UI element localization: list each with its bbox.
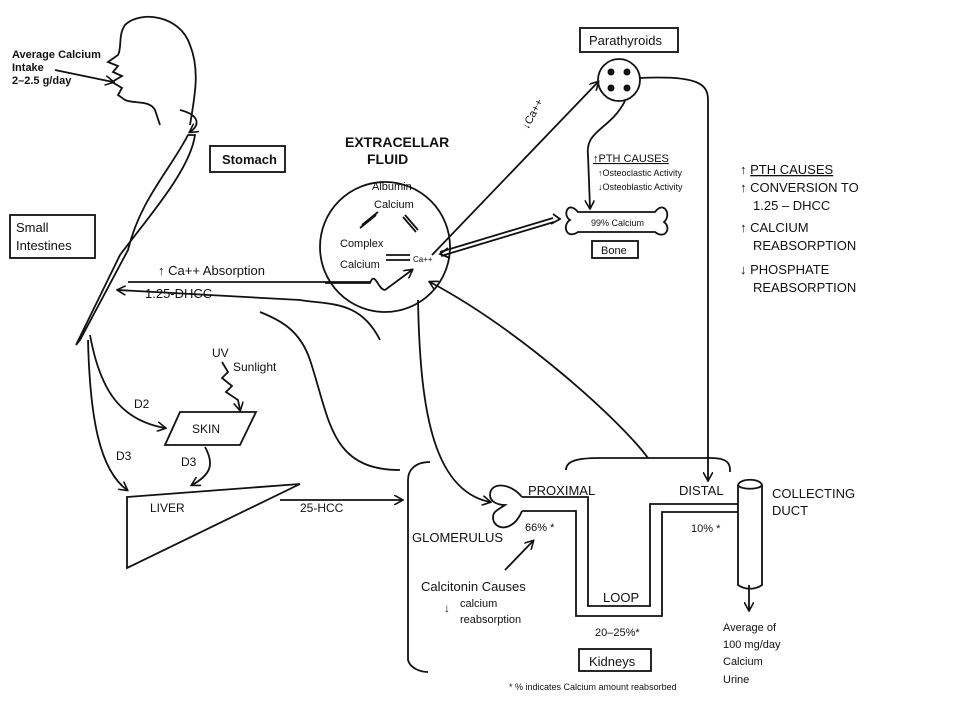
- complex-calcium-label: Calcium: [340, 259, 380, 271]
- intestine-to-skin-arrow: [89, 334, 165, 428]
- pth-right-l1: ↑ CONVERSION TO: [740, 180, 859, 195]
- ecf-to-parathyroid-arrow: [431, 82, 598, 256]
- collecting-label-1: COLLECTING: [772, 486, 855, 501]
- small-intestines-box: [9, 214, 96, 259]
- loop-percent: 20–25%*: [595, 627, 640, 639]
- stomach-box: [209, 145, 286, 173]
- kidneys-box: [578, 648, 652, 672]
- bone-box: [591, 240, 639, 259]
- parathyroid-to-bone-arrow: [588, 100, 626, 208]
- collecting-duct: [737, 478, 763, 590]
- tubule-inner: [522, 510, 738, 617]
- distal-percent: 10% *: [691, 523, 721, 535]
- urine-line1: Average of: [723, 622, 777, 634]
- kidney-bracket: [407, 461, 431, 673]
- complex-label: Complex: [340, 238, 384, 250]
- pth-right-l6: REABSORPTION: [753, 280, 856, 295]
- pth-bone-item1: ↑Osteoclastic Activity: [598, 168, 683, 178]
- gland-dot: [607, 84, 615, 92]
- calcitonin-line3: reabsorption: [460, 614, 521, 626]
- gland-dot: [607, 68, 615, 76]
- tubule-outer: [522, 496, 738, 607]
- urine-line2: 100 mg/day: [723, 639, 781, 651]
- dhcc-arrow: [118, 290, 381, 341]
- kidney-to-ecf-arrow: [430, 282, 649, 459]
- ecf-title-2: FLUID: [367, 151, 408, 167]
- gut-to-ecf-arrow: [325, 270, 412, 291]
- bone-label: Bone: [601, 245, 627, 257]
- parathyroids-box: [579, 27, 679, 53]
- intestine-to-liver-arrow: [87, 339, 127, 490]
- parathyroids-label: Parathyroids: [589, 33, 662, 48]
- intake-line1: Average Calcium: [12, 49, 101, 61]
- liver-shape: [126, 483, 301, 570]
- small-intestines-line2: Intestines: [16, 238, 72, 253]
- albumin-label: Albumin: [372, 181, 412, 193]
- intake-line3: 2–2.5 g/day: [12, 75, 72, 87]
- uv-label: UV: [212, 346, 229, 360]
- footnote: * % indicates Calcium amount reabsorbed: [509, 682, 677, 692]
- kidney-top-brace: [565, 457, 731, 473]
- hcc-label: 25-HCC: [300, 501, 344, 515]
- ecf-to-glomerulus-arrow: [417, 299, 490, 502]
- kidneys-label: Kidneys: [589, 654, 636, 669]
- calcitonin-down-arrow: ↓: [444, 601, 450, 615]
- stomach-shape: [75, 134, 197, 346]
- intake-arrow: [54, 69, 113, 82]
- d3-label-2: D3: [181, 455, 197, 469]
- gland-dot: [623, 84, 631, 92]
- sunlight-label: Sunlight: [233, 360, 277, 374]
- intake-line2: Intake: [12, 62, 44, 74]
- pth-bone-item2: ↓Osteoblastic Activity: [598, 182, 683, 192]
- calcitonin-label: Calcitonin Causes: [421, 579, 526, 594]
- pth-bone-title: ↑PTH CAUSES: [593, 153, 669, 165]
- parathyroid-to-kidney-arrow: [639, 76, 708, 480]
- skin-shape: [163, 411, 258, 446]
- gland-dot: [623, 68, 631, 76]
- head-profile: [106, 16, 197, 126]
- ca-down-label: ↓Ca++: [520, 97, 546, 131]
- proximal-percent: 66% *: [525, 522, 555, 534]
- skin-label: SKIN: [192, 422, 220, 436]
- ecf-bone-double-arrow: [438, 213, 562, 259]
- equilibrium-arrows: [359, 211, 419, 261]
- collecting-label-2: DUCT: [772, 503, 808, 518]
- glomerulus-shape: [489, 484, 523, 529]
- pth-right-l4: REABSORPTION: [753, 238, 856, 253]
- esophagus-arrow: [179, 109, 197, 132]
- stomach-label: Stomach: [222, 152, 277, 167]
- d3-label-1: D3: [116, 449, 132, 463]
- ca-ion-label: Ca++: [413, 255, 433, 264]
- glomerulus-label: GLOMERULUS: [412, 530, 503, 545]
- ecf-circle: [319, 181, 451, 313]
- small-intestines-line1: Small: [16, 220, 49, 235]
- ecf-title-1: EXTRACELLAR: [345, 134, 449, 150]
- pth-right-l3: ↑ CALCIUM: [740, 220, 809, 235]
- bone-content: 99% Calcium: [591, 218, 644, 228]
- pth-right-l5: ↓ PHOSPHATE: [740, 262, 830, 277]
- sunlight-zigzag-arrow: [220, 361, 240, 410]
- pth-right-l2: 1.25 – DHCC: [753, 198, 830, 213]
- pth-right-title: ↑ PTH CAUSES: [740, 162, 834, 177]
- bone-shape: [564, 206, 669, 236]
- distal-label: DISTAL: [679, 483, 724, 498]
- kidney-to-intestine-curve: [259, 311, 401, 471]
- urine-line3: Calcium: [723, 656, 763, 668]
- proximal-label: PROXIMAL: [528, 483, 595, 498]
- parathyroid-gland: [597, 58, 641, 102]
- d2-label: D2: [134, 397, 150, 411]
- albumin-calcium-label: Calcium: [374, 199, 414, 211]
- calcitonin-line2: calcium: [460, 598, 497, 610]
- loop-label: LOOP: [603, 590, 639, 605]
- calcitonin-arrow: [504, 541, 533, 571]
- liver-label: LIVER: [150, 501, 185, 515]
- urine-line4: Urine: [723, 674, 749, 686]
- skin-to-liver-arrow: [192, 446, 211, 485]
- absorption-label: ↑ Ca++ Absorption: [158, 263, 265, 278]
